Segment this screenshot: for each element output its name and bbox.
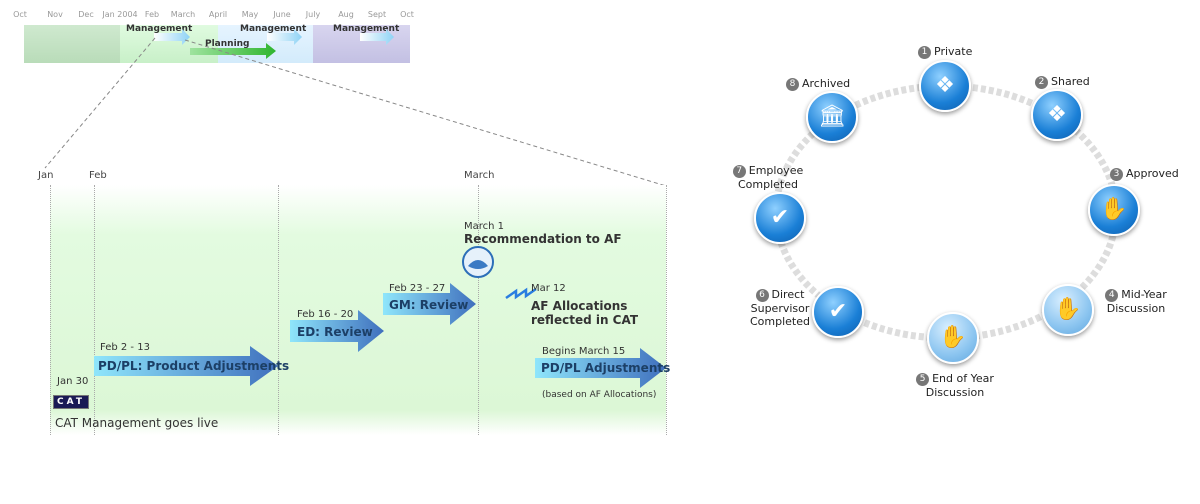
- gridline: [50, 185, 51, 435]
- event-label: AF Allocations reflected in CAT: [531, 299, 639, 327]
- lightning-icon: [505, 287, 537, 300]
- arrow: [154, 29, 190, 45]
- step-number: 1: [918, 46, 931, 59]
- handshake-icon[interactable]: ✋: [1088, 184, 1140, 236]
- event-label: ED: Review: [297, 325, 373, 339]
- zoom-guide-line: [44, 37, 156, 169]
- detail-arrows: [94, 246, 666, 388]
- checkmark-icon[interactable]: ✔: [812, 286, 864, 338]
- overview-arrows: [44, 29, 667, 187]
- step-text: Shared: [1051, 75, 1090, 88]
- month-label: Nov: [47, 10, 63, 19]
- arrow: [290, 310, 384, 352]
- event-date: Feb 2 - 13: [100, 342, 150, 353]
- step-text: Mid-Year Discussion: [1106, 288, 1167, 315]
- double-checkmark-icon[interactable]: ✔: [754, 192, 806, 244]
- month-label: Aug: [338, 10, 354, 19]
- event-date: Feb 23 - 27: [389, 283, 446, 294]
- phase-label: Management: [126, 24, 193, 34]
- band-management-3: [313, 25, 410, 63]
- phase-label: Planning: [205, 39, 250, 49]
- month-label: March: [170, 10, 196, 19]
- event-label: Recommendation to AF: [464, 232, 622, 246]
- event-label: CAT Management goes live: [55, 416, 219, 430]
- step-text: Direct Supervisor Completed: [750, 288, 810, 328]
- event-date: Feb 16 - 20: [297, 309, 354, 320]
- band-pre: [24, 25, 120, 63]
- step-number: 2: [1035, 76, 1048, 89]
- month-label: Oct: [400, 10, 414, 19]
- step-number: 4: [1105, 289, 1119, 302]
- phase-label: Management: [240, 24, 307, 34]
- event-date: Jan 30: [57, 376, 89, 387]
- arrow: [383, 283, 476, 325]
- gridline: [666, 185, 667, 435]
- arrow: [190, 43, 276, 59]
- handshake-icon[interactable]: ✋: [927, 312, 979, 364]
- step-text: Approved: [1126, 167, 1179, 180]
- band-management-1: [120, 25, 218, 63]
- phase-label: Management: [333, 24, 400, 34]
- event-date: Begins March 15: [542, 346, 626, 357]
- event-date: Mar 12: [531, 283, 566, 294]
- month-label: Feb: [144, 10, 160, 19]
- step-number: 8: [786, 78, 799, 91]
- month-label: June: [273, 10, 291, 19]
- step-text: Employee Completed: [738, 164, 804, 191]
- handshake-icon[interactable]: ✋: [1042, 284, 1094, 336]
- step-number: 3: [1110, 168, 1123, 181]
- gridline: [94, 185, 95, 435]
- people-icon[interactable]: ❖: [1031, 89, 1083, 141]
- cat-logo: CAT: [53, 395, 90, 409]
- event-label: PD/PL: Product Adjustments: [98, 359, 290, 373]
- event-note: (based on AF Allocations): [542, 390, 657, 400]
- month-label: April: [208, 10, 228, 19]
- building-icon[interactable]: 🏛: [806, 91, 858, 143]
- arrow: [267, 29, 302, 45]
- step-number: 6: [755, 289, 769, 302]
- month-label: July: [305, 10, 321, 19]
- band-management-2: [218, 25, 313, 63]
- month-header: Feb: [89, 170, 107, 181]
- month-label: Jan 2004: [102, 10, 138, 19]
- gridline: [478, 185, 479, 435]
- step-number: 5: [916, 373, 930, 386]
- event-label: PD/PL Adjustments: [541, 361, 671, 375]
- step-text: Private: [934, 45, 973, 58]
- arrow: [535, 348, 666, 388]
- month-label: Dec: [78, 10, 94, 19]
- event-label: GM: Review: [389, 298, 469, 312]
- month-header: Jan: [38, 170, 54, 181]
- arrow: [360, 29, 394, 45]
- gridline: [278, 185, 279, 435]
- event-date: March 1: [464, 221, 505, 232]
- month-label: Sept: [367, 10, 387, 19]
- month-label: Oct: [13, 10, 27, 19]
- people-icon[interactable]: ❖: [919, 60, 971, 112]
- arrow: [94, 346, 278, 386]
- step-number: 7: [732, 165, 746, 178]
- step-text: Archived: [802, 77, 851, 90]
- month-label: May: [241, 10, 259, 19]
- step-text: End of Year Discussion: [925, 372, 994, 399]
- month-header: March: [464, 170, 495, 181]
